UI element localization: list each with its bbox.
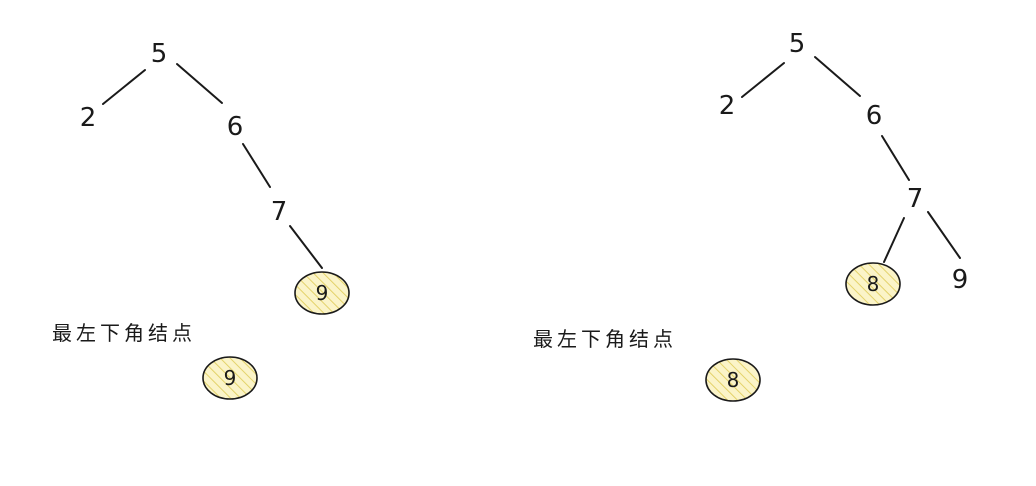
node-right-right: 7 bbox=[271, 197, 288, 227]
answer-node: 9 bbox=[202, 356, 258, 400]
highlighted-leaf-node: 8 bbox=[845, 262, 901, 306]
node-right: 6 bbox=[866, 101, 883, 131]
node-root: 5 bbox=[789, 29, 806, 59]
edge-5-6 bbox=[814, 56, 861, 97]
tree-1: 5 2 6 7 9 最左下角结点 9 bbox=[52, 39, 350, 400]
tree-2: 5 2 6 7 9 8 最左下角结点 8 bbox=[533, 29, 969, 402]
caption: 最左下角结点 bbox=[533, 327, 677, 351]
edge-6-7 bbox=[881, 135, 910, 181]
node-right-right: 7 bbox=[907, 184, 924, 214]
answer-value: 9 bbox=[224, 366, 237, 390]
caption: 最左下角结点 bbox=[52, 321, 196, 345]
edge-6-7 bbox=[242, 143, 271, 188]
node-leaf: 9 bbox=[316, 281, 329, 305]
highlight-circle bbox=[294, 271, 350, 315]
node-left: 2 bbox=[80, 103, 97, 133]
highlight-circle bbox=[845, 262, 901, 306]
answer-value: 8 bbox=[727, 368, 740, 392]
node-left: 2 bbox=[719, 91, 736, 121]
edge-5-2 bbox=[741, 62, 785, 98]
node-leaf-right: 9 bbox=[952, 265, 969, 295]
edge-5-2 bbox=[102, 69, 146, 105]
node-leaf-left: 8 bbox=[867, 272, 880, 296]
answer-circle bbox=[202, 356, 258, 400]
highlighted-leaf-node: 9 bbox=[294, 271, 350, 315]
edge-5-6 bbox=[176, 63, 223, 104]
answer-node: 8 bbox=[705, 358, 761, 402]
edge-7-9 bbox=[927, 211, 961, 259]
edge-7-9 bbox=[289, 225, 323, 269]
node-right: 6 bbox=[227, 112, 244, 142]
answer-circle bbox=[705, 358, 761, 402]
edge-7-8 bbox=[883, 217, 905, 263]
node-root: 5 bbox=[151, 39, 168, 69]
